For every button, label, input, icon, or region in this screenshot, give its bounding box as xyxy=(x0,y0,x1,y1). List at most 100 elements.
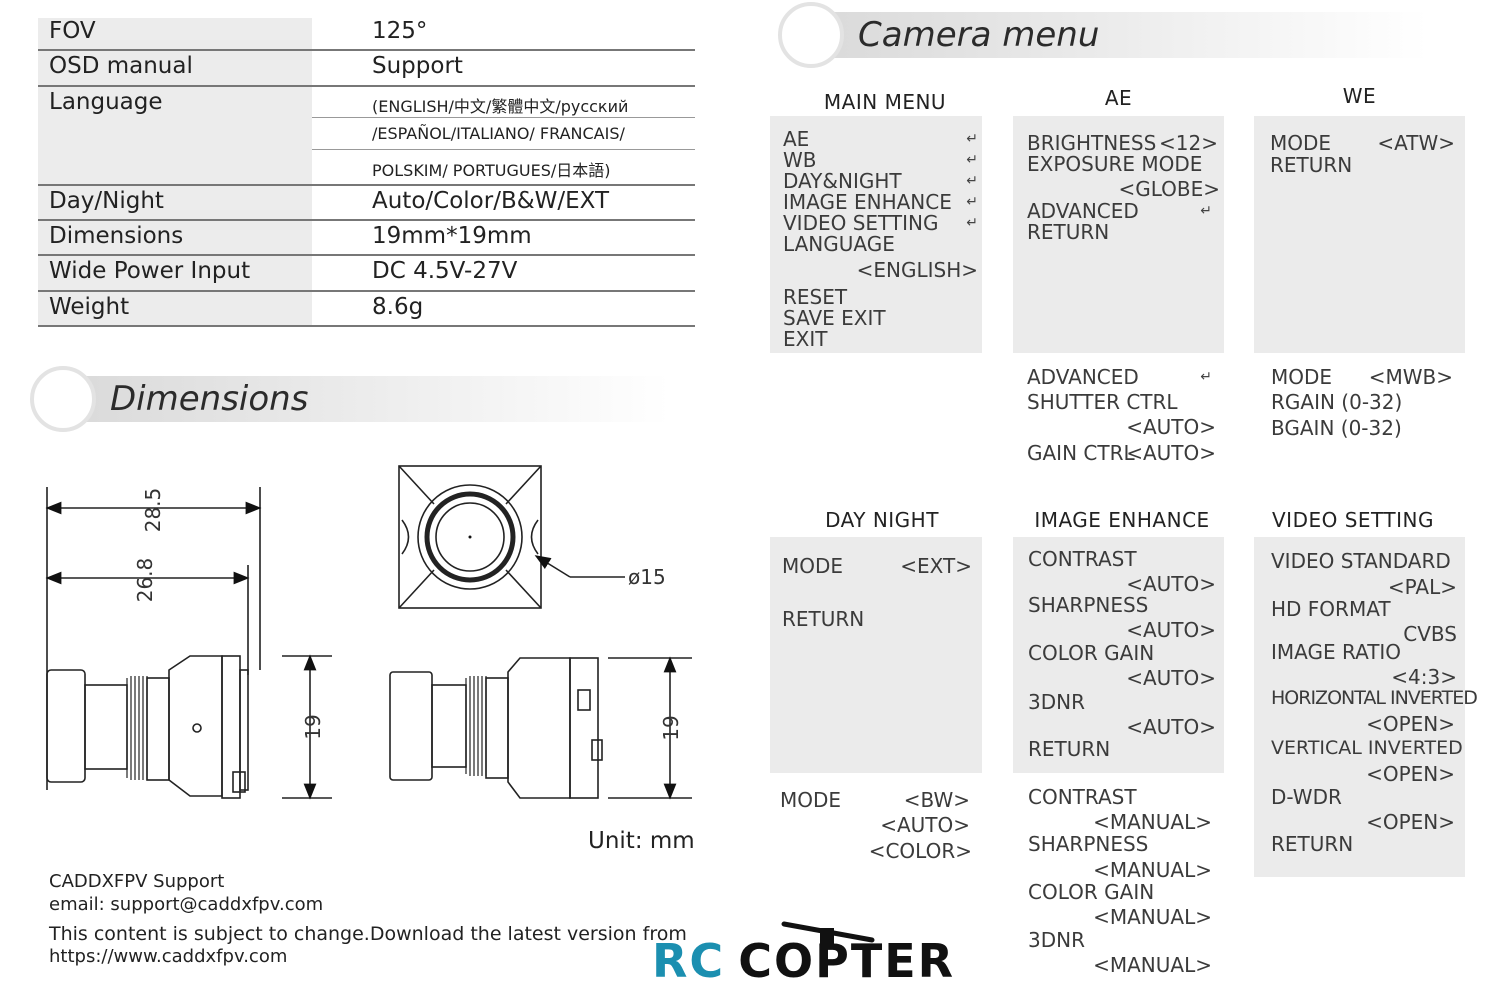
ie-contrast-value: <AUTO> xyxy=(1126,572,1216,596)
ie-sub-sharpness: SHARPNESS xyxy=(1028,832,1149,856)
menu-item-exit: EXIT xyxy=(783,327,828,351)
dim-268-label: 26.8 xyxy=(133,558,157,603)
ae-advanced: ADVANCED xyxy=(1027,199,1139,223)
daynight-sub-mode: MODE xyxy=(780,788,842,812)
ae-brightness: BRIGHTNESS xyxy=(1027,131,1157,155)
ie-return: RETURN xyxy=(1028,737,1111,761)
spec-value: Auto/Color/B&W/EXT xyxy=(372,188,610,214)
daynight-sub-value: <BW> xyxy=(903,788,970,812)
spec-row-fov: FOV 125° xyxy=(38,18,695,51)
daynight-mode: MODE xyxy=(782,554,844,578)
spec-label: Dimensions xyxy=(38,221,312,254)
ae-title: AE xyxy=(1104,86,1133,110)
main-menu-box: AE WB DAY&NIGHT IMAGE ENHANCE VIDEO SETT… xyxy=(770,116,982,353)
daynight-return: RETURN xyxy=(782,607,865,631)
spec-row-power: Wide Power Input DC 4.5V-27V xyxy=(38,256,695,292)
header-band xyxy=(808,12,1428,58)
dimensions-title: Dimensions xyxy=(110,379,309,419)
image-enhance-box: CONTRAST <AUTO> SHARPNESS <AUTO> COLOR G… xyxy=(1013,537,1224,773)
ae-exposure-mode: EXPOSURE MODE xyxy=(1027,152,1203,176)
enter-icon: ↵ xyxy=(966,173,978,189)
logo-copter-text: COPTER xyxy=(738,934,956,988)
vs-horizontal-inverted: HORIZONTAL INVERTED xyxy=(1271,687,1478,709)
spec-value: /ESPAÑOL/ITALIANO/ FRANCAIS/ xyxy=(312,118,695,150)
dim-285-label: 28.5 xyxy=(141,488,165,533)
ae-exposure-value: <GLOBE> xyxy=(1118,177,1220,201)
vs-hd-format: HD FORMAT xyxy=(1271,597,1391,621)
we-box: MODE <ATW> RETURN xyxy=(1254,116,1465,353)
enter-icon: ↵ xyxy=(1200,369,1212,385)
enter-icon: ↵ xyxy=(966,152,978,168)
enter-icon: ↵ xyxy=(966,131,978,147)
main-menu-title: MAIN MENU xyxy=(823,90,947,114)
ie-3dnr-value: <AUTO> xyxy=(1126,715,1216,739)
ie-sharpness: SHARPNESS xyxy=(1028,593,1149,617)
we-mwb-submenu: MODE <MWB> RGAIN (0-32) BGAIN (0-32) xyxy=(1254,360,1465,450)
ae-brightness-value: <12> xyxy=(1159,131,1218,155)
ae-gain-ctrl: GAIN CTRL xyxy=(1027,441,1135,465)
spec-row-language: Language (ENGLISH/中文/繁體中文/русский xyxy=(38,87,695,118)
support-email: email: support@caddxfpv.com xyxy=(49,894,324,915)
lens-center-dot xyxy=(468,535,472,539)
vs-dwdr: D-WDR xyxy=(1271,785,1342,809)
spec-value: 125° xyxy=(372,18,428,44)
spec-value: 8.6g xyxy=(372,294,424,320)
we-mode-value: <ATW> xyxy=(1377,131,1455,155)
vs-video-standard: VIDEO STANDARD xyxy=(1271,549,1451,573)
support-url[interactable]: https://www.caddxfpv.com xyxy=(49,946,288,967)
ie-sub-sharpness-value: <MANUAL> xyxy=(1093,858,1212,882)
dim-19-left-label: 19 xyxy=(301,714,325,739)
ae-return: RETURN xyxy=(1027,220,1110,244)
camera-menu-title: Camera menu xyxy=(858,15,1100,55)
menu-item-language: LANGUAGE xyxy=(783,232,895,256)
ie-sub-color-gain-value: <MANUAL> xyxy=(1093,905,1212,929)
enter-icon: ↵ xyxy=(1200,203,1212,219)
we-title: WE xyxy=(1342,84,1377,108)
vs-horizontal-inverted-value: <OPEN> xyxy=(1366,712,1455,736)
spec-table: FOV 125° OSD manual Support Language (EN… xyxy=(38,18,695,327)
we-mode: MODE xyxy=(1270,131,1332,155)
spec-value: Support xyxy=(372,53,463,79)
ae-sub-advanced: ADVANCED xyxy=(1027,365,1139,389)
menu-item-language-value: <ENGLISH> xyxy=(856,258,978,282)
spec-value: 19mm*19mm xyxy=(372,223,532,249)
ae-shutter-value: <AUTO> xyxy=(1126,415,1216,439)
rc-copter-logo: RC COPTER xyxy=(652,934,955,988)
ae-shutter-ctrl: SHUTTER CTRL xyxy=(1027,390,1178,414)
header-circle xyxy=(30,366,96,432)
daynight-sub-value: <COLOR> xyxy=(868,839,972,863)
daynight-mode-value: <EXT> xyxy=(900,554,972,578)
header-band xyxy=(60,376,670,422)
vs-return: RETURN xyxy=(1271,832,1354,856)
header-circle xyxy=(778,2,844,68)
menu-item-save-exit: SAVE EXIT xyxy=(783,306,886,330)
ie-sub-contrast: CONTRAST xyxy=(1028,785,1137,809)
spec-label: OSD manual xyxy=(38,51,312,85)
vs-image-ratio: IMAGE RATIO xyxy=(1271,640,1402,664)
ie-3dnr: 3DNR xyxy=(1028,690,1085,714)
ae-gain-value: <AUTO> xyxy=(1126,441,1216,465)
spec-label: FOV xyxy=(38,18,312,49)
camera-menu-header: Camera menu xyxy=(778,2,1428,68)
ae-advanced-submenu: ADVANCED ↵ SHUTTER CTRL <AUTO> GAIN CTRL… xyxy=(1013,360,1224,470)
spec-label: Weight xyxy=(38,292,312,325)
dimensions-header: Dimensions xyxy=(30,366,670,432)
spec-row-weight: Weight 8.6g xyxy=(38,292,695,327)
ie-color-gain-value: <AUTO> xyxy=(1126,666,1216,690)
we-sub-mode: MODE xyxy=(1271,365,1333,389)
enter-icon: ↵ xyxy=(966,194,978,210)
daynight-submenu: MODE <BW> <AUTO> <COLOR> xyxy=(770,780,982,870)
spec-label xyxy=(38,150,312,184)
menu-item-video-setting: VIDEO SETTING xyxy=(783,211,939,235)
daynight-box: MODE <EXT> RETURN xyxy=(770,537,982,773)
enter-icon: ↵ xyxy=(966,215,978,231)
spec-value: POLSKIM/ PORTUGUES/日本語) xyxy=(372,161,611,180)
image-enhance-submenu: CONTRAST <MANUAL> SHARPNESS <MANUAL> COL… xyxy=(1013,780,1224,980)
ae-box: BRIGHTNESS <12> EXPOSURE MODE <GLOBE> AD… xyxy=(1013,116,1224,353)
vs-image-ratio-value: <4:3> xyxy=(1391,665,1457,689)
spec-row-language-3: POLSKIM/ PORTUGUES/日本語) xyxy=(38,150,695,186)
spec-row-dimensions: Dimensions 19mm*19mm xyxy=(38,221,695,256)
logo-rc-text: RC xyxy=(652,934,726,988)
spec-row-osd: OSD manual Support xyxy=(38,51,695,87)
dim-19-right-label: 19 xyxy=(659,715,683,740)
